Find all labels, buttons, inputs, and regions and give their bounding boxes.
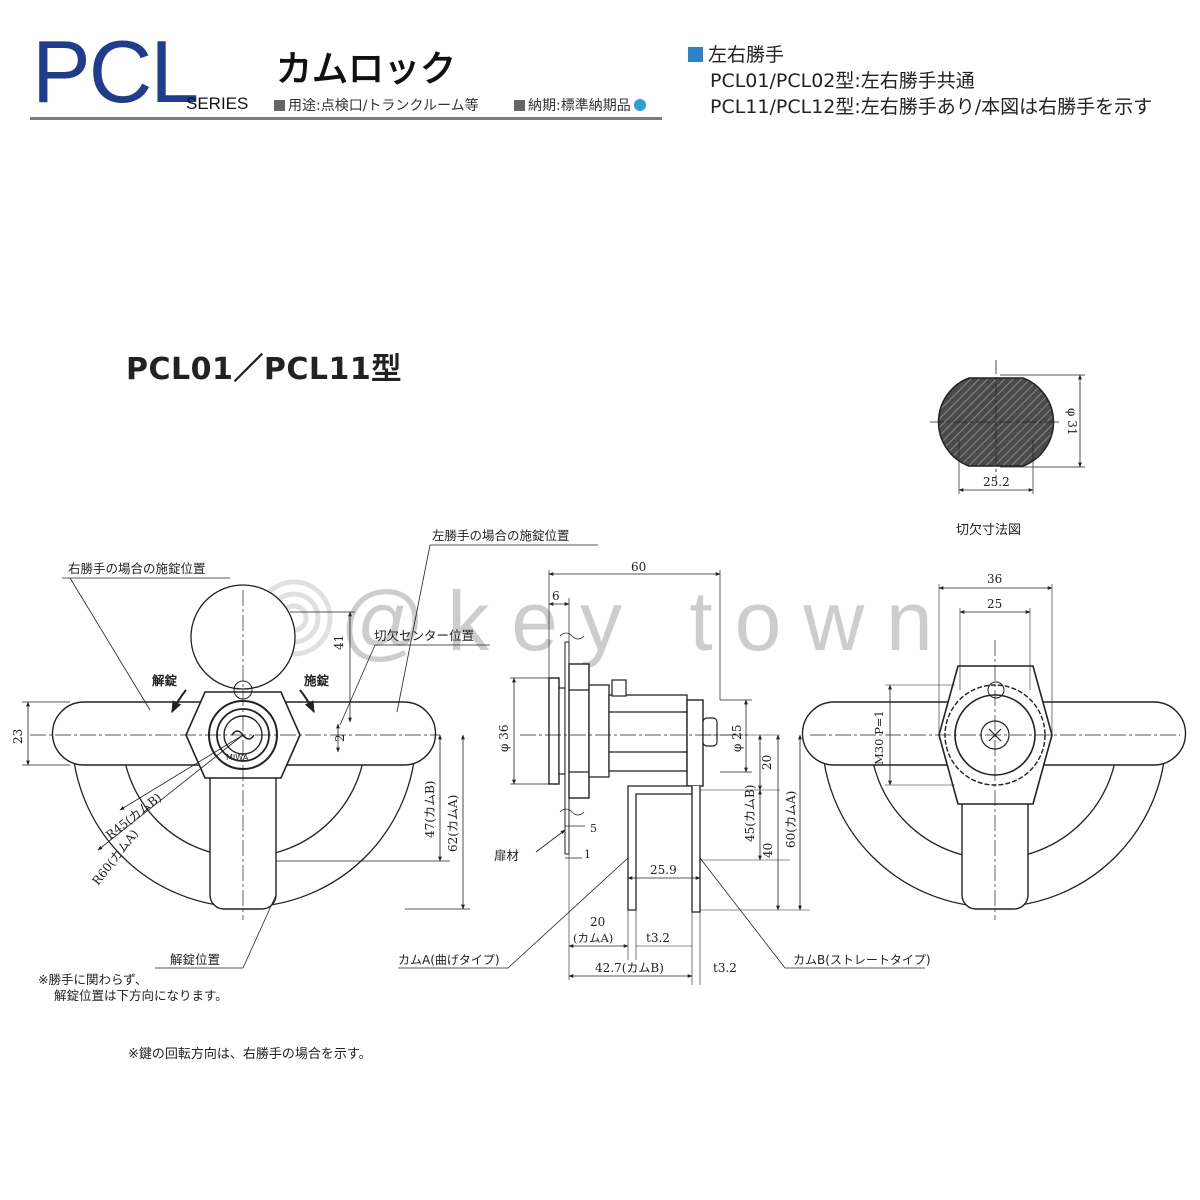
side-dim-6-label: 6 — [552, 589, 560, 603]
side-t32a-label: t3.2 — [646, 931, 670, 945]
hand-line-1: PCL01/PCL02型:左右勝手共通 — [710, 70, 975, 92]
dim-41-label: 41 — [332, 635, 346, 650]
delivery-info: 納期:標準納期品 — [514, 95, 646, 115]
back-dim-25-label: 25 — [987, 597, 1002, 611]
right-lock-position-label: 右勝手の場合の施錠位置 — [68, 561, 206, 576]
cam-b-type-label: カムB(ストレートタイプ) — [793, 953, 931, 967]
lock-brand-label: MIWA — [226, 753, 249, 762]
side-dim-45-label: 45(カムB) — [743, 785, 757, 842]
watermark-text: @key town — [340, 574, 955, 668]
unlock-direction-label: 解錠 — [152, 673, 178, 688]
side-dim-20-label: 20 — [760, 755, 774, 770]
hand-title: 左右勝手 — [708, 44, 785, 66]
cutout-caption: 切欠寸法図 — [956, 522, 1021, 538]
square-bullet-icon — [688, 47, 703, 62]
note-line-2: 解錠位置は下方向になります。 — [54, 988, 228, 1003]
delivery-dot-icon — [633, 99, 646, 111]
delivery-text: 納期:標準納期品 — [528, 98, 631, 114]
series-suffix: SERIES — [186, 94, 249, 113]
dim-2-label: 2 — [333, 734, 347, 742]
side-dim-259-label: 25.9 — [650, 863, 677, 877]
model-title: PCL01／PCL11型 — [126, 352, 402, 387]
back-view — [801, 584, 1187, 920]
square-bullet-icon — [514, 100, 525, 111]
dim-23-label: 23 — [11, 729, 25, 744]
series-name: PCL — [32, 22, 199, 121]
side-t32b-label: t3.2 — [713, 961, 737, 975]
header-rule — [30, 117, 662, 120]
cutout-view — [930, 360, 1085, 494]
side-dim-20a-label: 20 — [590, 915, 605, 929]
usage-info: 用途:点検口/トランクルーム等 — [274, 95, 479, 115]
cutout-width-label: 25.2 — [983, 475, 1010, 489]
back-thread-label: M30 P=1 — [872, 710, 886, 765]
front-view — [22, 544, 598, 969]
lock-direction-label: 施錠 — [304, 673, 330, 688]
square-bullet-icon — [274, 100, 285, 111]
product-name: カムロック — [276, 49, 457, 90]
footnote: ※鍵の回転方向は、右勝手の場合を示す。 — [128, 1046, 372, 1062]
hand-line-2: PCL11/PCL12型:左右勝手あり/本図は右勝手を示す — [710, 96, 1153, 118]
dim-62-label: 62(カムA) — [446, 795, 460, 852]
cutout-center-label: 切欠センター位置 — [374, 628, 474, 643]
side-dim-1-label: 1 — [584, 848, 591, 861]
dim-47-label: 47(カムB) — [423, 781, 437, 838]
left-lock-position-label: 左勝手の場合の施錠位置 — [432, 528, 570, 543]
side-dim-60-label: 60 — [631, 560, 646, 574]
hand-info: 左右勝手 PCL01/PCL02型:左右勝手共通 PCL11/PCL12型:左右… — [688, 42, 1152, 120]
cutout-dia-label: φ 31 — [1065, 408, 1079, 436]
side-dim-427-label: 42.7(カムB) — [595, 961, 664, 975]
side-dim-60a-label: 60(カムA) — [784, 791, 798, 848]
side-view — [398, 570, 925, 985]
side-dia36-label: φ 36 — [497, 725, 511, 753]
side-dim-40-label: 40 — [761, 843, 775, 858]
back-dim-36-label: 36 — [987, 572, 1002, 586]
usage-text: 用途:点検口/トランクルーム等 — [288, 98, 479, 114]
watermark: @key town — [255, 574, 955, 668]
note-line-1: ※勝手に関わらず、 — [38, 972, 147, 987]
side-dim-5-label: 5 — [590, 822, 597, 835]
door-material-label: 扉材 — [494, 848, 519, 863]
cam-a-type-label: カムA(曲げタイプ) — [398, 953, 500, 967]
side-cam-a-small-label: (カムA) — [573, 931, 613, 945]
unlock-position-label: 解錠位置 — [170, 952, 220, 967]
side-dia25-label: φ 25 — [730, 725, 744, 753]
